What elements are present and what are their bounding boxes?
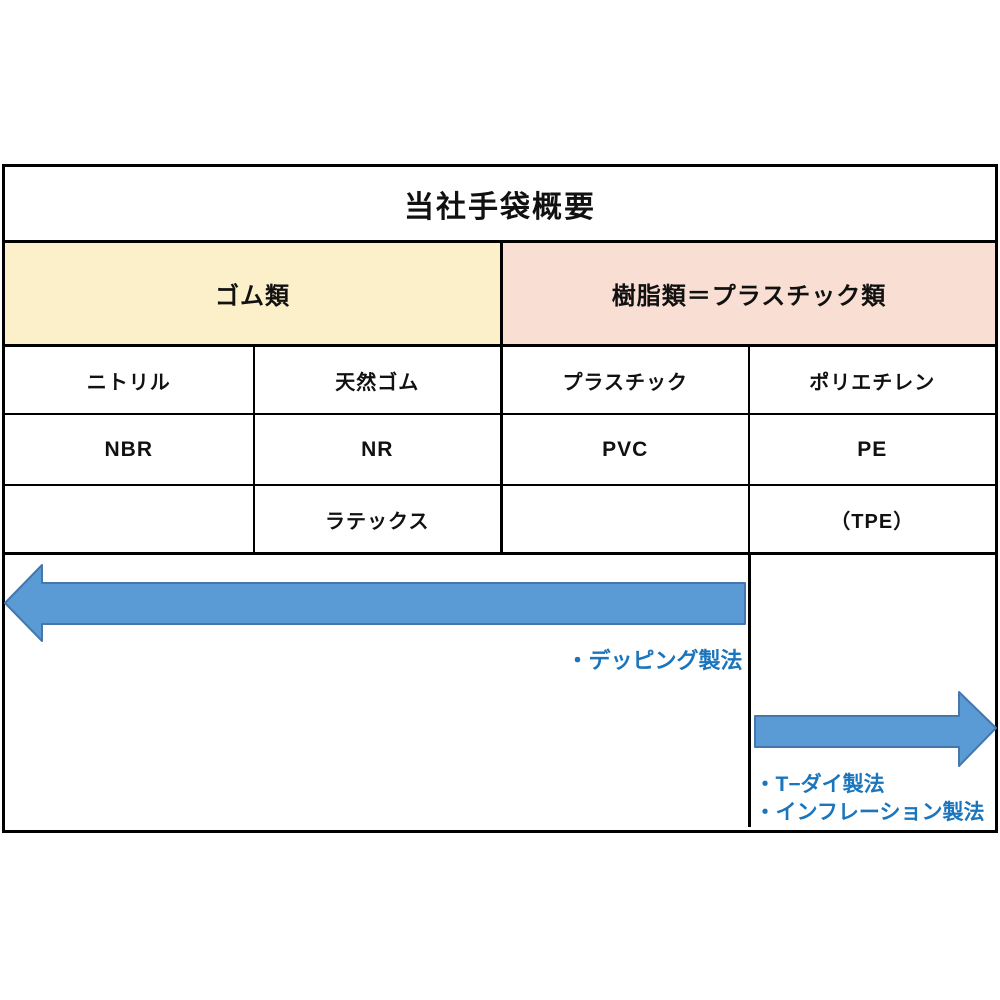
plastic-methods-area: ・T−ダイ製法 ・インフレーション製法: [747, 555, 997, 827]
extrusion-direction-right-arrow-icon: [753, 691, 997, 767]
cell-nitrile-name: ニトリル: [86, 371, 171, 394]
manufacturing-methods-row: ・デッピング製法 ・T−ダイ製法 ・インフレーション製法: [4, 555, 997, 827]
right-arrow-shape: [753, 691, 997, 767]
material-name-row: ニトリル 天然ゴム プラスチック ポリエチレン: [5, 347, 995, 415]
t-die-method-label: ・T−ダイ製法: [754, 773, 885, 796]
category-header-plastic: 樹脂類＝プラスチック類: [500, 243, 995, 344]
dipping-direction-left-arrow-icon: [4, 564, 746, 642]
cell-tpe-variant: （TPE）: [747, 486, 996, 552]
cell-polyethylene-name: ポリエチレン: [747, 347, 996, 413]
cell-natural-rubber-code: NR: [252, 415, 501, 484]
page-title: 当社手袋概要: [404, 190, 596, 224]
category-header-row: ゴム類 樹脂類＝プラスチック類: [5, 243, 995, 347]
cell-polyethylene-code: PE: [747, 415, 996, 484]
cell-plastic-code: PVC: [500, 415, 748, 484]
rubber-methods-area: ・デッピング製法: [4, 555, 748, 827]
glove-overview-table: 当社手袋概要 ゴム類 樹脂類＝プラスチック類 ニトリル 天然ゴム プラスチック …: [2, 164, 998, 833]
dipping-method-label: ・デッピング製法: [566, 648, 743, 673]
cell-nitrile-code: NBR: [104, 437, 153, 461]
left-arrow-shape: [4, 564, 746, 642]
cell-natural-rubber-name: 天然ゴム: [252, 347, 501, 413]
title-row: 当社手袋概要: [5, 167, 995, 243]
cell-latex-variant: ラテックス: [252, 486, 501, 552]
cell-plastic-name: プラスチック: [500, 347, 748, 413]
inflation-method-label: ・インフレーション製法: [754, 801, 985, 824]
material-variant-row: ラテックス （TPE）: [5, 486, 995, 555]
cell-nitrile-variant: [5, 486, 253, 552]
category-header-rubber: ゴム類: [5, 243, 500, 344]
material-code-row: NBR NR PVC PE: [5, 415, 995, 486]
extrusion-methods-label: ・T−ダイ製法 ・インフレーション製法: [755, 771, 985, 827]
cell-plastic-variant: [500, 486, 748, 552]
